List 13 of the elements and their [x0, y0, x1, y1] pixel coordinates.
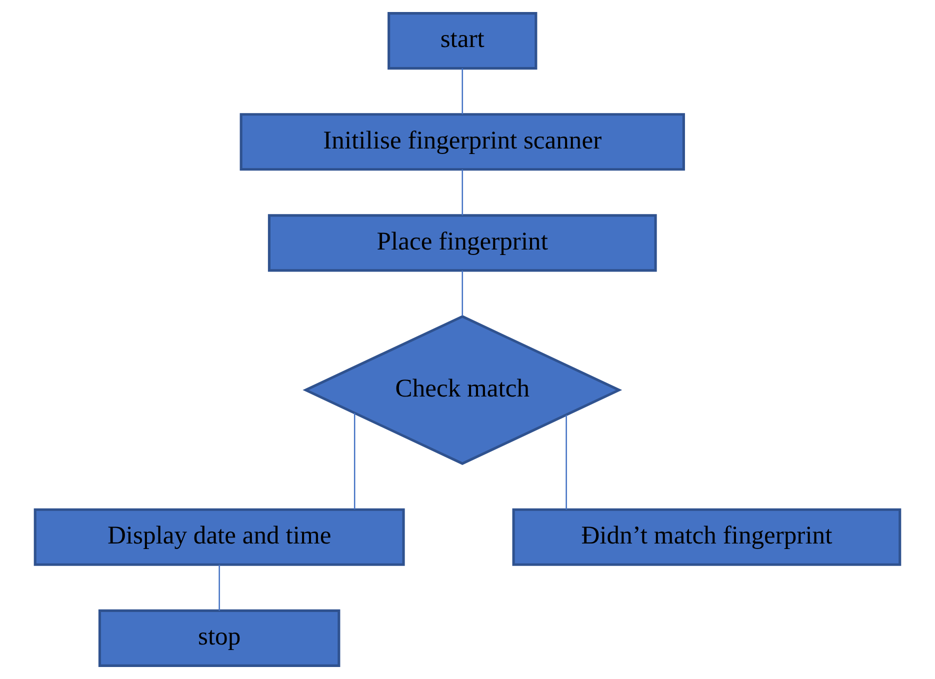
node-box: Đidn’t match fingerprint — [512, 508, 902, 566]
node-box: start — [388, 12, 538, 70]
connector — [462, 68, 464, 114]
connector — [462, 270, 464, 316]
node-box: Display date and time — [34, 508, 405, 566]
connector — [462, 169, 464, 216]
connector — [218, 564, 220, 611]
connector — [354, 413, 356, 510]
node-diamond: Check match — [302, 315, 622, 465]
node-box: Place fingerprint — [268, 214, 657, 272]
connector — [566, 415, 567, 510]
node-box: stop — [98, 609, 340, 667]
node-box: Initilise fingerprint scanner — [240, 113, 685, 171]
